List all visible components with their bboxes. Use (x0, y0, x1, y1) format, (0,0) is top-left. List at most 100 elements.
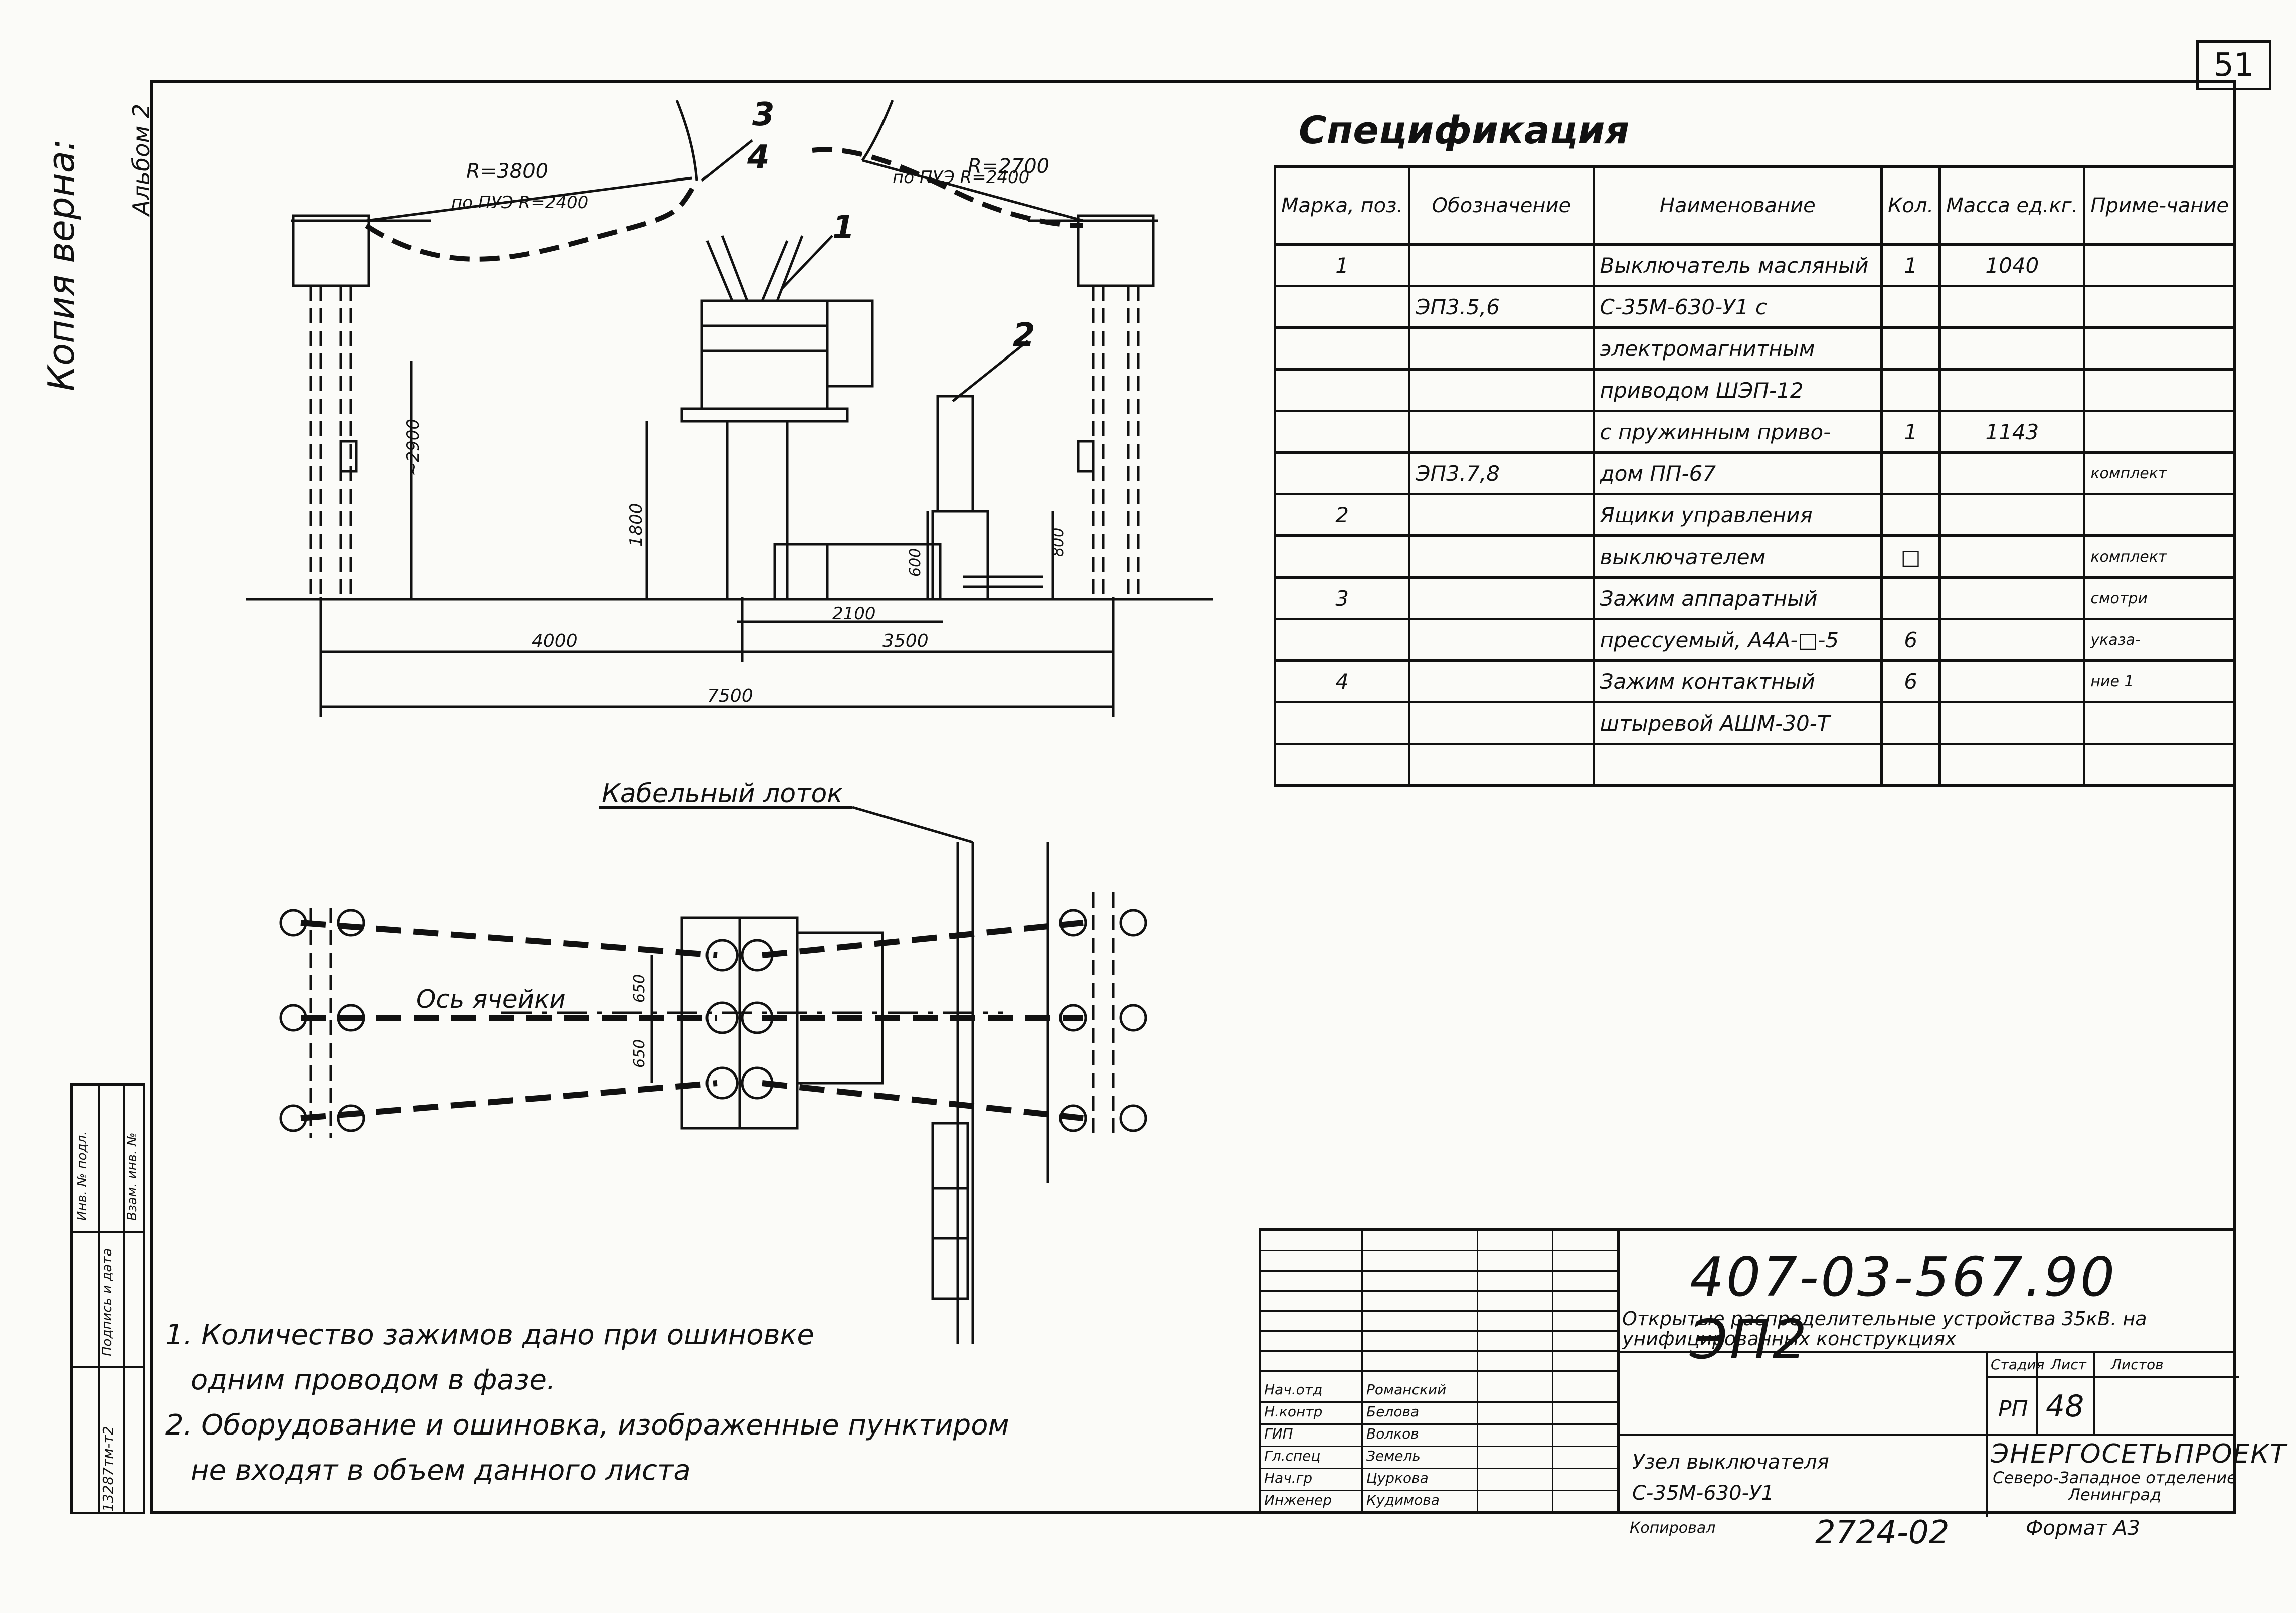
conductor-right-solid (862, 159, 1084, 222)
position-3-label: 3 (752, 96, 775, 133)
spec-cell-name: штыревой АШМ-30-Т (1592, 701, 1883, 745)
spec-cell-mass (1938, 618, 2086, 662)
spec-table: Марка, поз. Обозначение Наименование Кол… (1273, 165, 2236, 787)
spec-cell-note (2083, 285, 2236, 329)
spec-cell-des: ЭП3.7,8 (1408, 451, 1595, 495)
radius-left-label: R=3800 (466, 160, 548, 183)
spec-cell-mass: 1143 (1938, 410, 2086, 454)
spec-cell-pos (1273, 285, 1411, 329)
spec-cell-pos (1273, 534, 1411, 579)
conductor-left-solid (366, 176, 692, 222)
spec-cell-pos (1273, 410, 1411, 454)
spec-cell-des: ЭП3.5,6 (1408, 285, 1595, 329)
note-1-line-1: 1. Количество зажимов дано при ошиновке (165, 1319, 814, 1351)
spec-cell-mass (1938, 743, 2086, 787)
dim-650-b-label: 650 (631, 1039, 648, 1068)
position-1-label: 1 (832, 209, 855, 246)
spec-cell-mass (1938, 285, 2086, 329)
spec-cell-mass (1938, 659, 2086, 703)
spec-cell-name: приводом ШЭП-12 (1592, 368, 1883, 412)
role-name: Романский (1366, 1381, 1447, 1398)
spec-cell-note: указа- (2083, 618, 2236, 662)
spec-row: электромагнитным (1273, 326, 2236, 371)
role-label: ГИП (1264, 1425, 1293, 1442)
circuit-breaker (680, 235, 874, 601)
spec-cell-name: Выключатель масляный (1592, 243, 1883, 287)
spec-cell-qty: □ (1880, 534, 1941, 579)
margin-stamp-table: Инв. № подл. Подпись и дата Взам. инв. №… (70, 1083, 145, 1514)
spec-row: выключателем□ комплект (1273, 534, 2236, 579)
spec-header-pos: Марка, поз. (1273, 165, 1411, 246)
spec-cell-pos: 2 (1273, 493, 1411, 537)
radius-right-pue-label: по ПУЭ R=2400 (893, 167, 1029, 188)
spec-cell-note: комплект (2083, 534, 2236, 579)
spec-cell-note (2083, 368, 2236, 412)
spec-cell-mass (1938, 701, 2086, 745)
spec-cell-note (2083, 493, 2236, 537)
spec-cell-note (2083, 326, 2236, 371)
spec-cell-pos (1273, 618, 1411, 662)
spec-cell-qty (1880, 326, 1941, 371)
spec-cell-name: С-35М-630-У1 с (1592, 285, 1883, 329)
role-name: Кудимова (1366, 1492, 1440, 1508)
spec-cell-pos (1273, 451, 1411, 495)
spec-cell-name: с пружинным приво- (1592, 410, 1883, 454)
conductor-left-dashed (365, 179, 699, 262)
spec-header-mass: Масса ед.кг. (1938, 165, 2086, 246)
spec-cell-name: дом ПП-67 (1592, 451, 1883, 495)
spec-cell-des (1408, 743, 1595, 787)
spec-cell-des (1408, 659, 1595, 703)
spec-cell-des (1408, 326, 1595, 371)
note-1-line-2: одним проводом в фазе. (191, 1364, 556, 1396)
role-name: Цуркова (1366, 1470, 1429, 1486)
position-2-label: 2 (1013, 317, 1035, 354)
dim-2100-label: 2100 (832, 604, 876, 624)
footer-code: 2724-02 (1815, 1514, 1950, 1551)
spec-cell-pos (1273, 743, 1411, 787)
height-1800-label: 1800 (626, 503, 646, 547)
role-label: Инженер (1264, 1492, 1332, 1508)
spec-cell-pos: 4 (1273, 659, 1411, 703)
spec-cell-des (1408, 576, 1595, 620)
height-2900-label: ~2900 (403, 419, 423, 476)
organization-branch: Северо-Западное отделение Ленинград (1993, 1468, 2237, 1504)
plan-view (279, 806, 1147, 1344)
spec-cell-qty (1880, 493, 1941, 537)
spec-cell-qty: 1 (1880, 243, 1941, 287)
spec-cell-name: электромагнитным (1592, 326, 1883, 371)
spec-cell-note: смотри (2083, 576, 2236, 620)
spec-cell-des (1408, 618, 1595, 662)
spec-cell-des (1408, 243, 1595, 287)
role-label: Нач.гр (1264, 1470, 1313, 1486)
document-code: 407-03-567.90 ЭП2 (1690, 1246, 2117, 1371)
spec-cell-mass (1938, 326, 2086, 371)
node-name: Узел выключателя С-35М-630-У1 (1632, 1447, 1829, 1509)
spec-cell-des (1408, 368, 1595, 412)
spec-cell-pos: 1 (1273, 243, 1411, 287)
spec-cell-note (2083, 701, 2236, 745)
spec-cell-name: прессуемый, А4А-□-5 (1592, 618, 1883, 662)
spec-cell-des (1408, 534, 1595, 579)
spec-header-qty: Кол. (1880, 165, 1941, 246)
spec-header-name: Наименование (1592, 165, 1883, 246)
format-label: Формат А3 (2026, 1517, 2140, 1540)
role-label: Н.контр (1264, 1403, 1323, 1420)
spec-cell-qty: 6 (1880, 618, 1941, 662)
role-name: Земель (1366, 1448, 1421, 1464)
spec-header-note: Приме-чание (2083, 165, 2236, 246)
spec-cell-name: выключателем (1592, 534, 1883, 579)
spec-cell-note (2083, 243, 2236, 287)
spec-cell-pos (1273, 326, 1411, 371)
right-portal (1028, 214, 1158, 599)
spec-cell-pos (1273, 368, 1411, 412)
spec-cell-qty (1880, 701, 1941, 745)
cable-tray-label: Кабельный лоток (602, 779, 843, 809)
spec-header-row: Марка, поз. Обозначение Наименование Кол… (1273, 165, 2236, 246)
spec-row (1273, 743, 2236, 787)
spec-cell-pos: 3 (1273, 576, 1411, 620)
dim-3500-label: 3500 (882, 631, 929, 651)
